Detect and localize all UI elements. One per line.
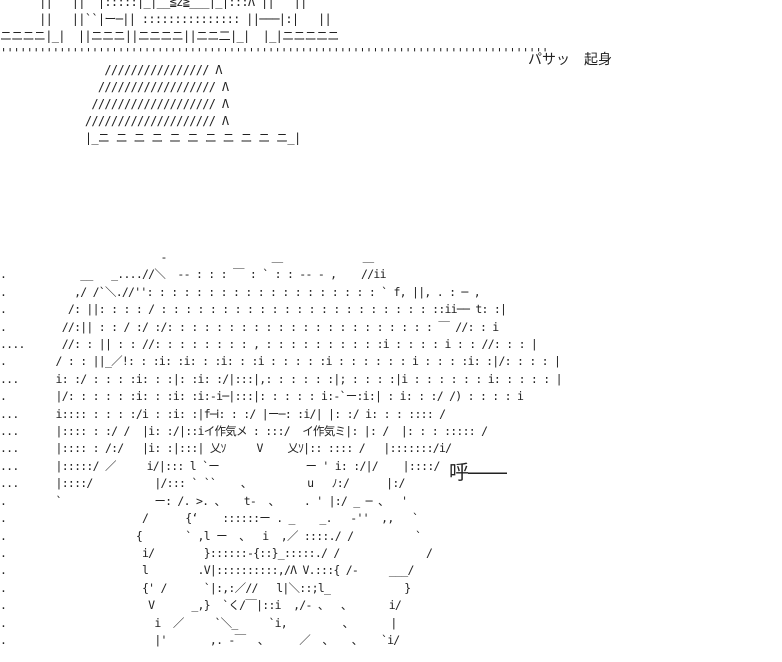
exhale-text: 呼―― [449, 460, 507, 484]
character-ascii-art: - ＿ ＿ . __ _....//＼ -- : : : ￣ : ` : : -… [0, 250, 563, 647]
background-ascii-art: || || |:::::|_|__≦z≧___|_|:::Λ || || || … [0, 0, 549, 145]
sound-effect-text: パサッ 起身 [528, 52, 612, 68]
